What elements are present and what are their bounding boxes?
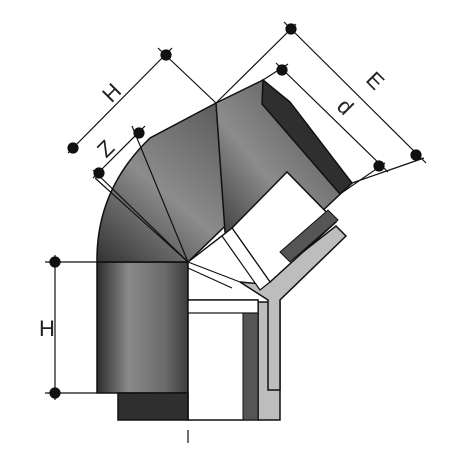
lower-pipe-insert-dark bbox=[242, 312, 259, 421]
internal-lines bbox=[187, 227, 241, 420]
label-d: d bbox=[332, 94, 358, 120]
lower-leg-body bbox=[96, 261, 189, 394]
dimension-e bbox=[215, 21, 427, 184]
lower-socket-section bbox=[117, 299, 281, 421]
label-e: E bbox=[361, 67, 389, 95]
lower-pipe-stub bbox=[117, 392, 189, 421]
label-z: Z bbox=[92, 135, 119, 162]
upper-pipe-insert-dark bbox=[279, 209, 339, 263]
dimension-z bbox=[92, 125, 189, 263]
upper-pipe-stub bbox=[261, 78, 354, 196]
dimension-d bbox=[262, 62, 389, 195]
dimension-h-top bbox=[67, 47, 217, 263]
dimension-h-left bbox=[45, 255, 188, 400]
label-h-left: H bbox=[39, 316, 55, 341]
lower-socket-stop bbox=[187, 299, 259, 314]
label-h-top: H bbox=[97, 78, 126, 107]
upper-socket-section bbox=[221, 78, 354, 291]
